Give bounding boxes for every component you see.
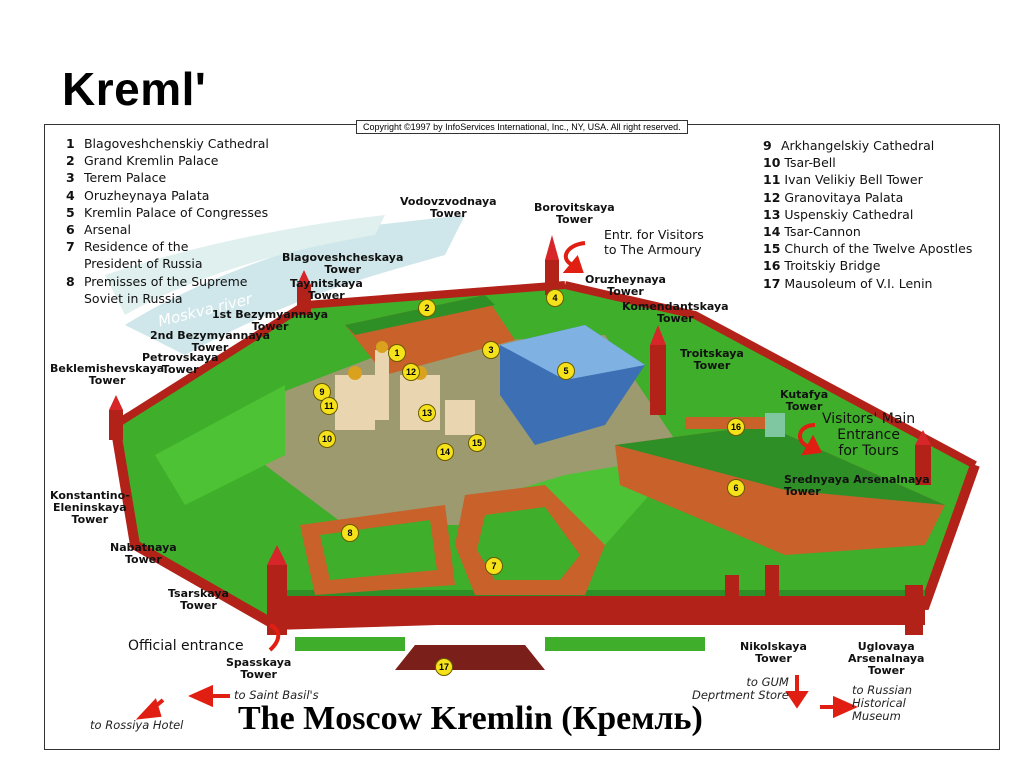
legend-item: 14 Tsar-Cannon: [763, 224, 861, 240]
note-rossiya: to Rossiya Hotel: [90, 718, 184, 732]
legend-item: 7 Residence of the: [66, 239, 189, 255]
legend-item: 11 Ivan Velikiy Bell Tower: [763, 172, 923, 188]
wall-east: [564, 281, 977, 469]
note-saint-basil: to Saint Basil's: [234, 688, 319, 702]
badge-13: 13: [418, 404, 436, 422]
moskva-river: [125, 215, 465, 355]
legend-item: 10 Tsar-Bell: [763, 155, 836, 171]
river-bank: [105, 215, 385, 315]
legend-right: 9 Arkhangelskiy Cathedral 10 Tsar-Bell 1…: [763, 137, 993, 292]
legend-item: President of Russia: [83, 256, 203, 272]
cathedrals: [335, 350, 475, 435]
map-illustration: [105, 215, 980, 720]
legend-item: 15 Church of the Twelve Apostles: [763, 241, 973, 257]
legend-item: 4 Oruzheynaya Palata: [66, 187, 210, 203]
badge-3: 3: [482, 341, 500, 359]
armoury-arrow: [563, 241, 586, 267]
badge-15: 15: [468, 434, 486, 452]
badge-5: 5: [557, 362, 575, 380]
official-entrance-arrow: [268, 623, 281, 652]
legend-item: 6 Arsenal: [66, 222, 131, 238]
badge-12: 12: [402, 363, 420, 381]
legend-item: 17 Mausoleum of V.I. Lenin: [763, 275, 933, 291]
towers: [109, 260, 931, 635]
badge-9: 9: [313, 383, 331, 401]
kremlin-map: Moskva river: [44, 124, 1000, 750]
legend-item: 2 Grand Kremlin Palace: [66, 153, 219, 169]
legend-item: 12 Granovitaya Palata: [763, 189, 904, 205]
legend-item: 8 Premisses of the Supreme: [66, 273, 248, 289]
legend-item: 1 Blagoveshchenskiy Cathedral: [66, 136, 269, 151]
main-entrance-arrow: [798, 423, 816, 449]
legend-item: 13 Uspenskiy Cathedral: [763, 206, 914, 222]
mausoleum: [395, 645, 545, 670]
direction-arrows: [135, 241, 858, 720]
badge-10: 10: [318, 430, 336, 448]
badge-6: 6: [727, 479, 745, 497]
badge-11: 11: [320, 397, 338, 415]
badge-14: 14: [436, 443, 454, 461]
legend-item: Soviet in Russia: [83, 290, 183, 306]
badge-1: 1: [388, 344, 406, 362]
lawn-left: [155, 385, 285, 505]
troitskiy-bridge: [685, 417, 765, 429]
legend-left: 1 Blagoveshchenskiy Cathedral 2 Grand Kr…: [66, 135, 306, 307]
legend-item: 9 Arkhangelskiy Cathedral: [763, 138, 935, 153]
legend-item: 16 Troitskiy Bridge: [763, 258, 881, 274]
red-square-wall: [275, 595, 925, 625]
badge-4: 4: [546, 289, 564, 307]
note-official-entrance: Official entrance: [128, 638, 244, 654]
slide-title: Kremlʹ: [62, 63, 207, 115]
badge-17: 17: [435, 658, 453, 676]
legend-item: 5 Kremlin Palace of Congresses: [66, 204, 269, 220]
kutafya-tower: [765, 413, 785, 437]
badge-16: 16: [727, 418, 745, 436]
legend-item: 3 Terem Palace: [66, 170, 167, 186]
badge-7: 7: [485, 557, 503, 575]
badge-2: 2: [418, 299, 436, 317]
copyright-notice: Copyright ©1997 by InfoServices Internat…: [356, 120, 688, 134]
map-title: The Moscow Kremlin (Кремль): [238, 700, 703, 737]
badge-8: 8: [341, 524, 359, 542]
